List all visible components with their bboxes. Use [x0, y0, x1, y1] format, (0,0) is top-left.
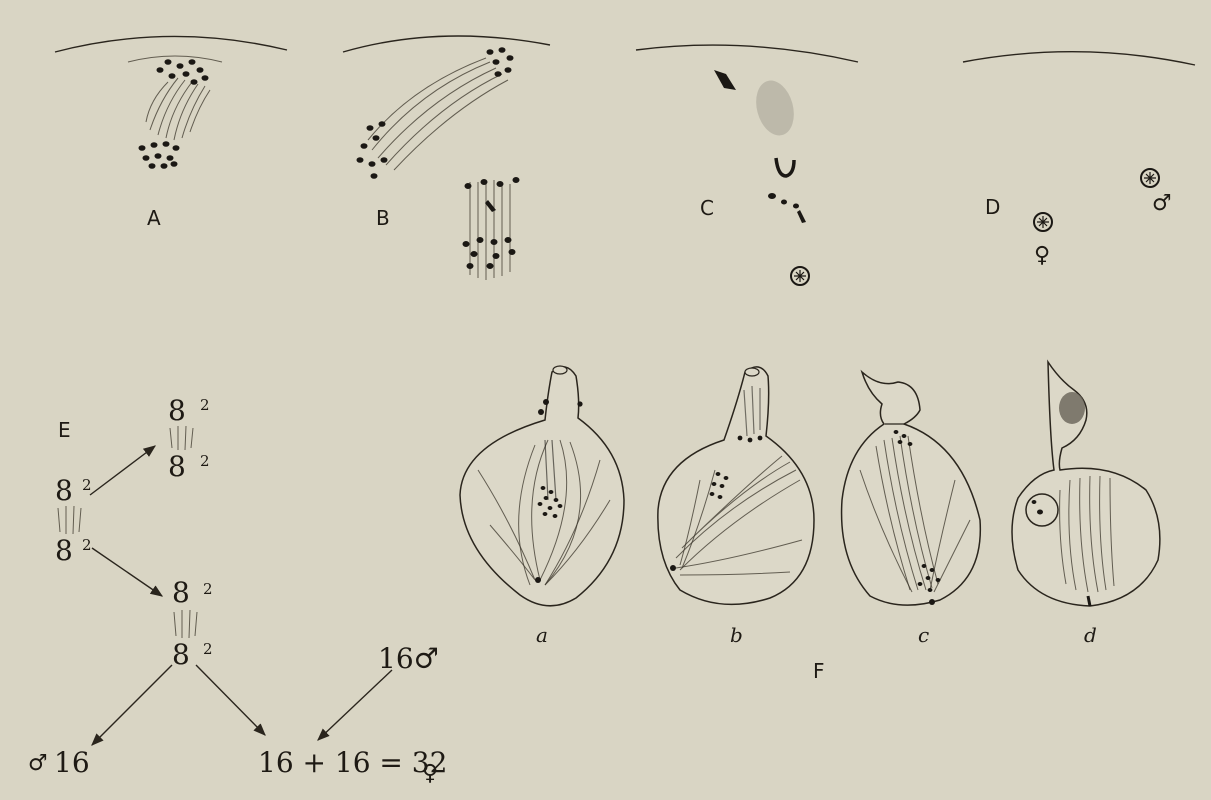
female-symbol: ♀ — [422, 761, 438, 786]
chromosome-count: 8 — [55, 474, 73, 507]
sixteen: 16 — [54, 746, 90, 779]
sixteen-male: 16♂ — [378, 642, 439, 675]
chromosome-count: 8 — [172, 638, 190, 671]
exponent: 2 — [82, 536, 92, 554]
exponent: 2 — [203, 640, 213, 658]
chromosome-count: 8 — [168, 394, 186, 427]
panel-label-f: F — [813, 659, 825, 683]
panel-label-e: E — [58, 418, 71, 442]
chromosome-count: 8 — [55, 534, 73, 567]
exponent: 2 — [200, 452, 210, 470]
panel-label-c: C — [700, 196, 714, 220]
exponent: 2 — [203, 580, 213, 598]
chromosome-count: 8 — [168, 450, 186, 483]
panel-label-d: D — [985, 195, 1000, 219]
panel-label-b: B — [376, 206, 390, 230]
panel-label-a: A — [147, 206, 161, 230]
chromosome-count: 8 — [172, 576, 190, 609]
female-symbol: ♀ — [1034, 243, 1050, 268]
sub-label-a: a — [536, 623, 548, 647]
male-symbol: ♂ — [28, 751, 48, 776]
exponent: 2 — [82, 476, 92, 494]
male-symbol: ♂ — [1152, 191, 1172, 216]
sum-equation: 16 + 16 = 32 — [258, 746, 447, 779]
polar-nucleus — [1059, 392, 1085, 424]
exponent: 2 — [200, 396, 210, 414]
sub-label-b: b — [730, 623, 743, 647]
pronucleus — [1026, 494, 1058, 526]
sub-label-c: c — [918, 623, 929, 647]
sub-label-d: d — [1084, 623, 1097, 647]
